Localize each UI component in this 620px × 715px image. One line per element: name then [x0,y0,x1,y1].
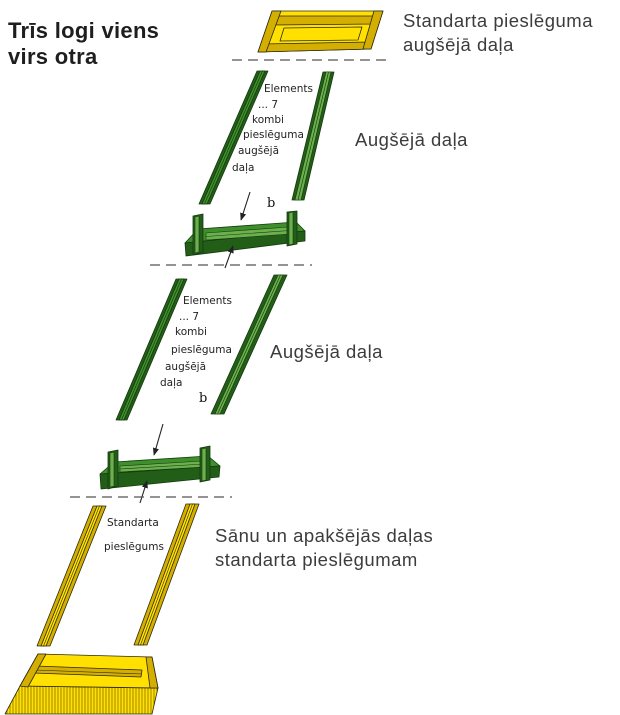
top-flashing-right-flange [362,10,384,50]
upper-left-side-rail [198,70,269,205]
middle-sill-left-post-highlight [109,451,115,488]
upper-window-flashing [184,70,335,269]
middle-right-rail-fold [217,274,281,415]
upper-sill-bar-fold [205,230,291,237]
upper-part-label: Augšējā daļa [355,129,468,150]
upper-element-label: Elements ... 7 kombi pieslēguma augšējā … [232,83,313,174]
middle-right-side-rail [210,274,288,415]
middle-left-side-rail [115,278,188,421]
top-flashing-lip [257,41,372,53]
lower-left-rail-fold [43,505,100,647]
upper-dimension-label: b [267,196,275,211]
upper-element-label-line-4: pieslēguma [243,129,304,141]
lower-inline-label-line-2: pieslēgums [104,541,164,553]
lower-part-label-line-1: Sānu un apakšējās daļas [215,525,433,546]
middle-element-label-line-1: Elements [183,295,232,307]
top-flashing-ridge [273,15,379,26]
top-flashing [257,10,384,53]
middle-element-label-line-3: kombi [175,326,207,338]
upper-arrow-up [224,245,234,269]
upper-sill-left-post-highlight [194,215,200,254]
lower-right-rail-fold [140,503,193,646]
upper-element-label-line-1: Elements [264,83,313,95]
upper-right-rail-fold [297,71,329,201]
upper-right-side-rail [291,71,335,201]
upper-arrow-down [240,191,251,221]
middle-sill-bar-fold [119,463,205,470]
bottom-flashing-skirt [4,685,159,715]
top-flashing-left-flange [257,10,282,53]
middle-part-label: Augšējā daļa [270,341,383,362]
middle-dimension-label: b [199,391,207,406]
upper-bottom-sill [184,210,306,257]
top-flashing-label-line-2: augšējā daļa [403,34,514,55]
middle-element-label-line-6: daļa [160,377,182,389]
middle-element-label-line-4: pieslēguma [171,344,232,356]
middle-sill-right-post-highlight [201,447,207,482]
title-line-1: Trīs logi viens [8,18,159,43]
bottom-flashing-ridge-fold [33,669,143,675]
middle-element-label-line-5: augšējā [165,361,206,373]
lower-left-side-rail [36,505,107,647]
bottom-flashing-right-end [145,656,159,689]
middle-bottom-sill [99,445,221,490]
middle-window-flashing [99,274,288,504]
lower-window-flashing [4,503,200,715]
lower-part-label-line-2: standarta pieslēgumam [215,549,418,570]
middle-arrow-up [139,480,148,504]
upper-element-label-line-5: augšējā [238,145,279,157]
top-flashing-opening [279,26,363,42]
bottom-flashing-left-flange [19,653,47,688]
upper-left-rail-fold [204,70,263,205]
middle-element-label: Elements ... 7 kombi pieslēguma augšējā … [160,295,232,389]
upper-element-label-line-6: daļa [232,162,254,174]
title-line-2: virs otra [8,44,98,69]
middle-left-rail-fold [121,278,182,421]
bottom-flashing [4,653,159,715]
upper-sill-right-post-highlight [288,211,294,246]
middle-element-label-line-2: ... 7 [179,311,199,323]
lower-inline-label-line-1: Standarta [107,517,159,529]
lower-right-side-rail [133,503,200,646]
upper-element-label-line-2: ... 7 [258,99,278,111]
top-flashing-label-line-1: Standarta pieslēguma [403,10,593,31]
middle-arrow-down [152,423,164,456]
upper-element-label-line-3: kombi [252,114,284,126]
